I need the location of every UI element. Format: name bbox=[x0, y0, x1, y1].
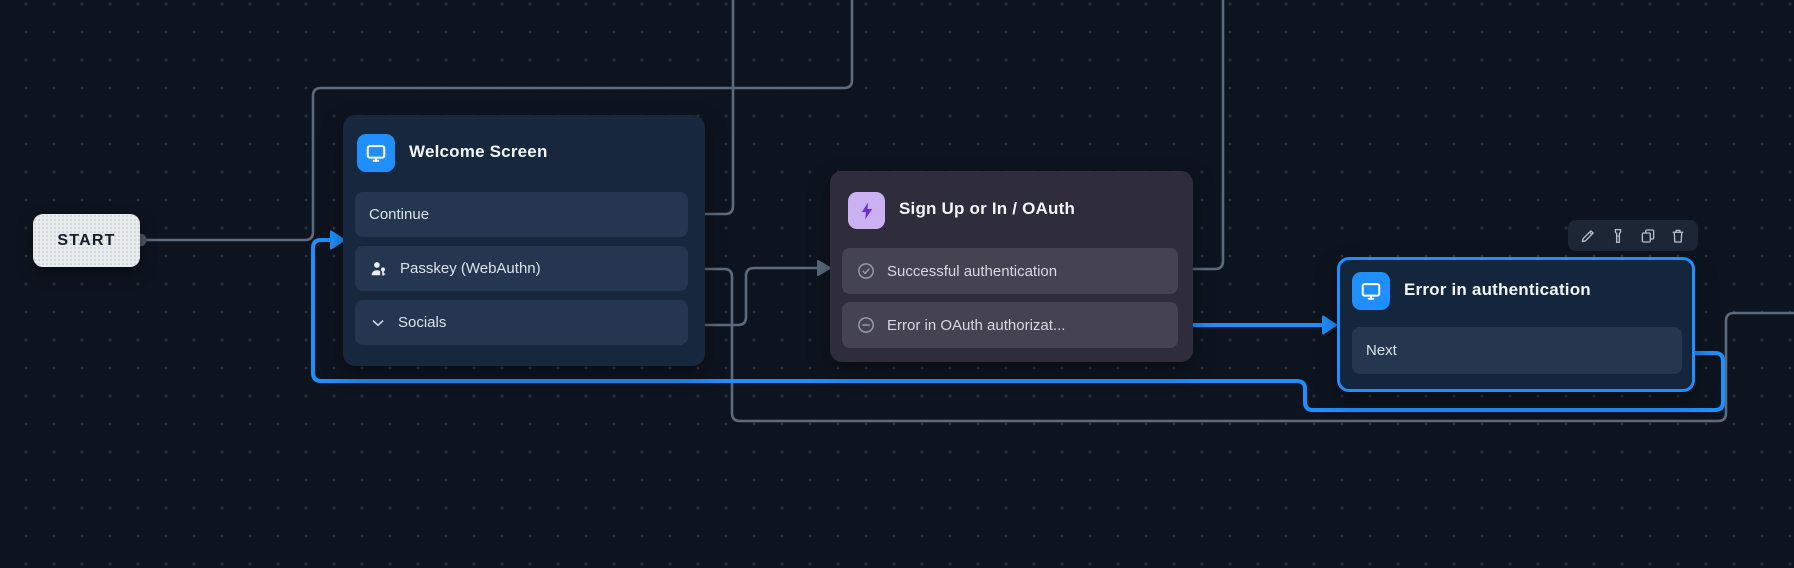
screen-icon bbox=[357, 134, 395, 172]
start-node-label: START bbox=[57, 231, 116, 249]
error-in-auth-node[interactable]: Error in authentication Next bbox=[1337, 257, 1695, 392]
output-row-next[interactable]: Next bbox=[1352, 327, 1682, 374]
row-label: Socials bbox=[398, 314, 447, 331]
screen-icon bbox=[1352, 272, 1390, 310]
row-label: Next bbox=[1366, 342, 1397, 359]
lightning-icon bbox=[848, 192, 885, 229]
trash-icon bbox=[1672, 229, 1684, 243]
row-label: Error in OAuth authorizat... bbox=[887, 316, 1066, 334]
output-row-passkey[interactable]: Passkey (WebAuthn) bbox=[355, 246, 688, 291]
row-label: Successful authentication bbox=[887, 262, 1058, 280]
edge-passkey-output[interactable] bbox=[688, 267, 1794, 423]
node-title: Welcome Screen bbox=[409, 142, 548, 161]
node-title: Error in authentication bbox=[1404, 280, 1591, 299]
output-row-success-auth[interactable]: Successful authentication bbox=[842, 248, 1178, 294]
copy-icon bbox=[1641, 228, 1655, 243]
signup-oauth-node[interactable]: Sign Up or In / OAuth Successful authent… bbox=[830, 171, 1193, 362]
row-label: Continue bbox=[369, 206, 430, 223]
node-toolbar bbox=[1568, 220, 1698, 251]
edge-start-output[interactable] bbox=[140, 0, 854, 242]
edit-button[interactable] bbox=[1577, 225, 1599, 247]
output-row-continue[interactable]: Continue bbox=[355, 192, 688, 237]
node-title: Sign Up or In / OAuth bbox=[899, 199, 1076, 218]
edge-socials-to-signup[interactable] bbox=[688, 266, 818, 327]
edge-continue-output[interactable] bbox=[688, 0, 735, 216]
duplicate-button[interactable] bbox=[1637, 225, 1659, 247]
output-row-socials[interactable]: Socials bbox=[355, 300, 688, 345]
arrowhead-into-signup bbox=[817, 260, 831, 276]
passkey-icon bbox=[369, 259, 389, 279]
start-node[interactable]: START bbox=[33, 214, 140, 267]
check-circle-icon bbox=[856, 261, 876, 281]
welcome-screen-node[interactable]: Welcome Screen Continue Passkey (WebAuth… bbox=[343, 115, 705, 366]
row-label: Passkey (WebAuthn) bbox=[400, 260, 541, 277]
output-row-oauth-error[interactable]: Error in OAuth authorizat... bbox=[842, 302, 1178, 348]
chevron-down-icon bbox=[369, 314, 387, 332]
edge-success-output[interactable] bbox=[1178, 0, 1225, 271]
flashlight-icon bbox=[1614, 228, 1622, 243]
pencil-icon bbox=[1581, 229, 1594, 242]
debug-button[interactable] bbox=[1607, 225, 1629, 247]
edge-next-to-welcome[interactable] bbox=[311, 238, 1725, 412]
minus-circle-icon bbox=[856, 315, 876, 335]
delete-button[interactable] bbox=[1667, 225, 1689, 247]
arrowhead-into-error-node bbox=[1322, 315, 1337, 335]
arrowhead-into-welcome bbox=[330, 230, 345, 250]
